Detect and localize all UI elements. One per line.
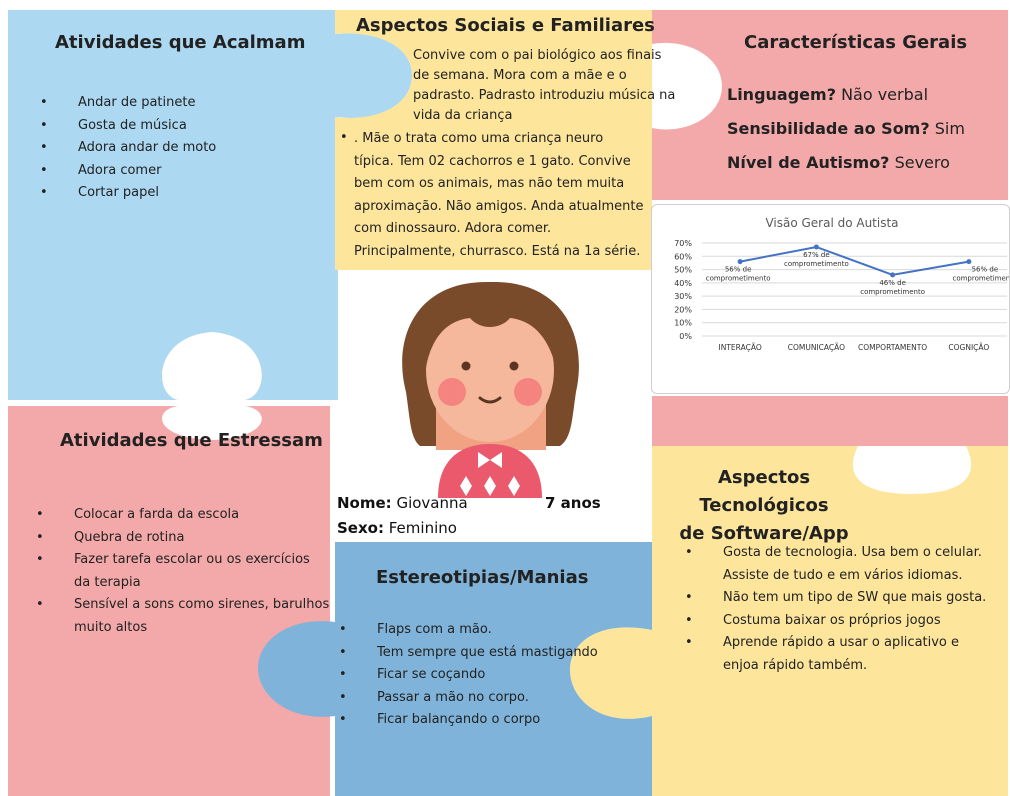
stress-title: Atividades que Estressam (60, 430, 323, 451)
manias-item: Passar a mão no corpo. (337, 687, 637, 710)
y-tick-label: 40% (674, 279, 692, 288)
tech-list: Gosta de tecnologia. Usa bem o celular. … (683, 542, 998, 677)
general-title: Características Gerais (744, 32, 968, 53)
sex-value: Feminino (388, 519, 457, 537)
y-tick-label: 30% (674, 292, 692, 301)
y-tick-label: 50% (674, 266, 692, 275)
calm-item: Andar de patinete (38, 92, 328, 115)
stress-list: Colocar a farda da escolaQuebra de rotin… (34, 504, 330, 639)
x-tick-label: COMPORTAMENTO (858, 343, 927, 352)
social-title: Aspectos Sociais e Familiares (356, 15, 655, 36)
chart-panel: Visão Geral do Autista 0% 10% 20% 30% 40% 50%… (651, 204, 1010, 394)
calm-title: Atividades que Acalmam (55, 32, 306, 53)
calm-item: Gosta de música (38, 115, 328, 138)
x-tick-label: COMUNICAÇÃO (788, 343, 845, 352)
y-tick-label: 20% (674, 305, 692, 314)
calm-item: Adora andar de moto (38, 137, 328, 160)
x-tick-label: INTERAÇÃO (719, 343, 762, 352)
girl-avatar-icon (402, 281, 579, 498)
data-point (737, 259, 743, 265)
manias-item: Ficar se coçando (337, 664, 637, 687)
stress-item: Quebra de rotina (34, 527, 330, 550)
manias-item: Tem sempre que está mastigando (337, 642, 637, 665)
general-row-sound: Sensibilidade ao Som? Sim (727, 119, 965, 138)
x-tick-label: COGNIÇÃO (948, 343, 989, 352)
tech-item: Gosta de tecnologia. Usa bem o celular. … (683, 542, 998, 587)
profile-age: 7 anos (545, 494, 601, 512)
tech-title: Aspectos Tecnológicos de Software/App (652, 464, 876, 548)
manias-item: Ficar balançando o corpo (337, 709, 637, 732)
manias-item: Flaps com a mão. (337, 619, 637, 642)
line-chart: Visão Geral do Autista 0% 10% 20% 30% 40% 50%… (674, 216, 1010, 352)
profile-sex-row: Sexo: Feminino (337, 519, 457, 537)
social-bullet-text: . Mãe o trata como uma criança neuro típ… (354, 131, 644, 259)
data-point (813, 244, 819, 250)
y-tick-label: 0% (679, 332, 692, 341)
general-row-level: Nível de Autismo? Severo (727, 153, 950, 172)
calm-item: Cortar papel (38, 182, 328, 205)
calm-list: Andar de patineteGosta de músicaAdora an… (38, 92, 328, 205)
social-intro: Convive com o pai biológico aos finais d… (413, 48, 676, 123)
profile-name-row: Nome: Giovanna (337, 494, 468, 512)
puzzle-piece-pink-top (652, 10, 1008, 200)
name-label: Nome: (337, 494, 392, 512)
series-line (739, 245, 970, 276)
general-list: Linguagem? Não verbal Sensibilidade ao S… (727, 78, 997, 180)
puzzle-piece-pink-right (652, 396, 1008, 446)
manias-title: Estereotipias/Manias (376, 567, 589, 588)
tech-item: Costuma baixar os próprios jogos (683, 610, 998, 633)
sex-label: Sexo: (337, 519, 384, 537)
general-row-language: Linguagem? Não verbal (727, 85, 929, 104)
tech-item: Não tem um tipo de SW que mais gosta. (683, 587, 998, 610)
chart-title: Visão Geral do Autista (765, 216, 898, 230)
stress-item: Colocar a farda da escola (34, 504, 330, 527)
y-tick-label: 60% (674, 252, 692, 261)
y-tick-label: 10% (674, 319, 692, 328)
social-bullet-item: • . Mãe o trata como uma criança neuro t… (340, 128, 645, 263)
data-point (890, 272, 896, 278)
tech-title-line2: de Software/App (679, 523, 849, 544)
y-tick-label: 70% (674, 239, 692, 248)
manias-list: Flaps com a mão.Tem sempre que está mast… (337, 619, 637, 732)
data-point (966, 259, 972, 265)
tech-item: Aprende rápido a usar o aplicativo e enj… (683, 632, 998, 677)
tech-title-line1: Aspectos Tecnológicos (699, 467, 829, 516)
calm-item: Adora comer (38, 160, 328, 183)
bullet-dot: • (340, 130, 348, 145)
stress-item: Sensível a sons como sirenes, barulhos m… (34, 594, 330, 639)
puzzle-piece-yellow-top (335, 10, 652, 270)
stress-item: Fazer tarefa escolar ou os exercícios da… (34, 549, 330, 594)
name-value: Giovanna (396, 494, 468, 512)
